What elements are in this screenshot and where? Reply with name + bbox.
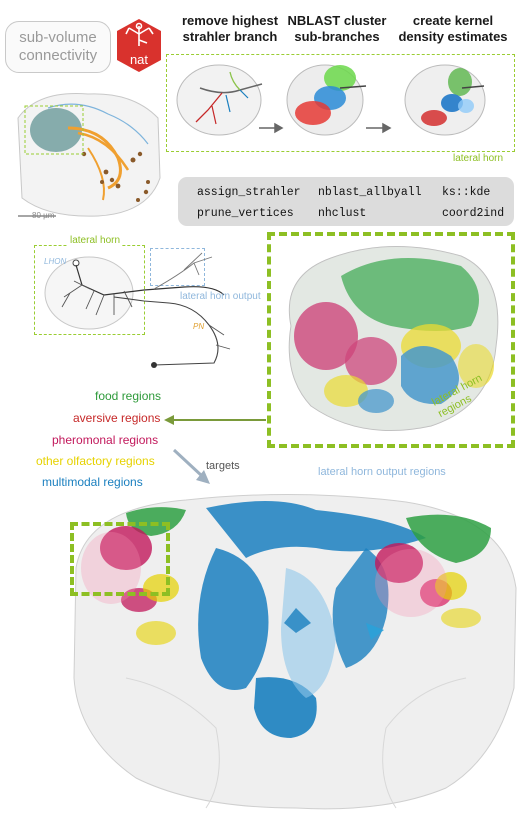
regions-arrow — [164, 415, 266, 425]
output-regions-label: lateral horn output regions — [318, 466, 446, 478]
neuron-illustration — [44, 252, 231, 368]
fn-coord2ind: coord2ind — [442, 207, 505, 220]
scale-bar-label: 80 µm — [32, 211, 55, 220]
title-pill: sub-volume connectivity — [5, 21, 111, 73]
legend-food: food regions — [95, 389, 162, 403]
targets-arrow — [172, 448, 210, 484]
legend-aversive: aversive regions — [73, 411, 161, 425]
nat-logo: nat — [114, 18, 164, 73]
targets-label: targets — [206, 460, 240, 472]
fn-assign-strahler: assign_strahler — [197, 186, 301, 199]
kde-thumbnail — [404, 64, 486, 136]
fn-nhclust: nhclust — [318, 207, 367, 220]
lh-render — [288, 246, 499, 431]
brain-overview — [17, 93, 161, 217]
fn-prune-vertices: prune_vertices — [197, 207, 294, 220]
logo-text: nat — [130, 52, 148, 67]
legend-other: other olfactory regions — [36, 454, 155, 468]
title-line-1: sub-volume — [19, 29, 97, 46]
function-box — [178, 177, 514, 226]
output-brain-render — [73, 493, 517, 810]
lh-output-box — [150, 248, 205, 286]
fn-ks-kde: ks::kde — [442, 186, 491, 199]
pipeline-illustrations — [176, 64, 486, 136]
lhon-label: LHON — [44, 257, 67, 266]
pipeline-box — [166, 54, 515, 152]
title-line-2: connectivity — [18, 47, 98, 64]
nblast-cluster-thumbnail — [286, 64, 367, 136]
top-box-label: lateral horn — [453, 153, 504, 164]
pn-label: PN — [193, 322, 205, 331]
neuron-lateral-horn-label: lateral horn — [68, 235, 123, 246]
lh-highlight-box — [70, 522, 170, 596]
legend-multimodal: multimodal regions — [42, 475, 143, 489]
legend-pheromonal: pheromonal regions — [52, 433, 159, 447]
strahler-thumbnail — [176, 64, 263, 136]
lh-render-frame — [267, 232, 515, 448]
lh-output-label: lateral horn output — [180, 291, 261, 302]
fn-nblast-allbyall: nblast_allbyall — [318, 186, 422, 199]
